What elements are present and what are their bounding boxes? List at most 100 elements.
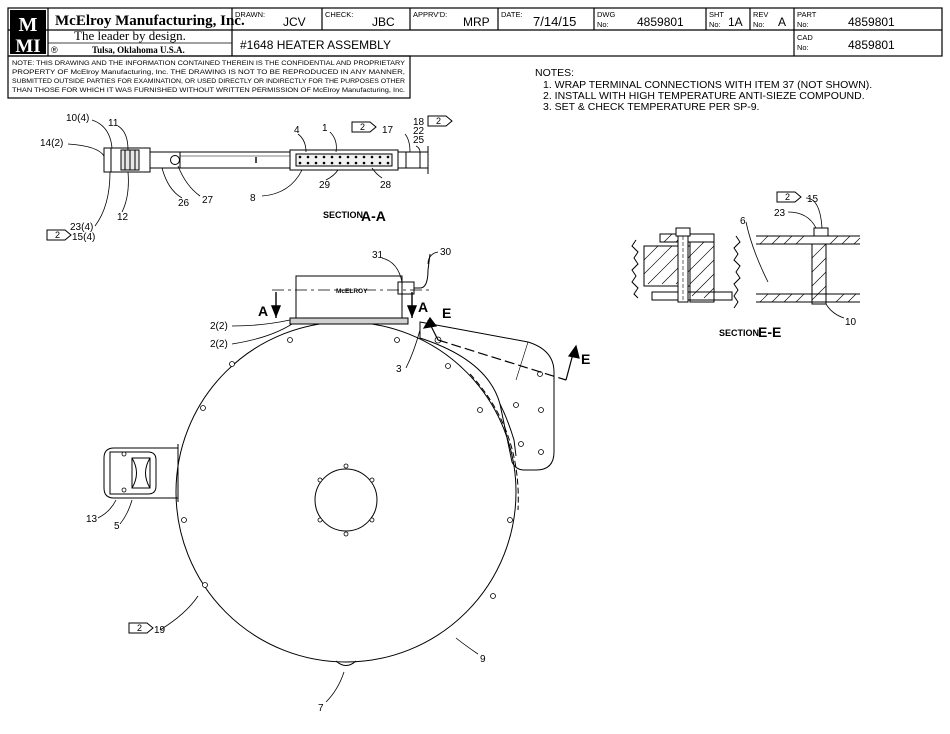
callout-1: 1 — [322, 123, 328, 134]
callout-13: 13 — [86, 514, 98, 525]
callout-10: 10 — [845, 317, 857, 328]
svg-text:MI: MI — [15, 36, 40, 57]
rev-label-no: No: — [753, 20, 765, 29]
note-1: 1. WRAP TERMINAL CONNECTIONS WITH ITEM 3… — [543, 79, 872, 91]
assembly-title: #1648 HEATER ASSEMBLY — [240, 38, 391, 52]
rev-value: A — [778, 15, 786, 29]
svg-text:2: 2 — [785, 192, 790, 202]
note-flag-15: 2 — [55, 230, 60, 240]
svg-text:M: M — [19, 14, 38, 36]
cut-e-right: E — [581, 351, 590, 367]
callout-3: 3 — [396, 364, 402, 375]
callout-17: 17 — [382, 125, 394, 136]
section-ee-view — [631, 227, 861, 309]
callout-6: 6 — [740, 216, 746, 227]
cut-line-ee — [422, 316, 580, 381]
dwg-label: DWG — [597, 10, 615, 19]
callout-2-a: 2(2) — [210, 321, 228, 332]
callout-7: 7 — [318, 703, 324, 714]
section-aa-callouts: 10(4) 11 14(2) 12 26 27 8 29 28 4 1 17 1… — [40, 113, 425, 243]
callout-8: 8 — [250, 193, 256, 204]
section-ee-leaders — [745, 197, 845, 319]
check-value: JBC — [372, 15, 395, 29]
callout-15: 15 — [807, 194, 819, 205]
cut-a-right: A — [418, 299, 428, 315]
cut-e-top: E — [442, 305, 451, 321]
main-view-callouts: 31 30 2(2) 2(2) 3 13 5 19 9 7 — [86, 247, 486, 714]
callout-18: 18 — [413, 117, 425, 128]
callout-19: 19 — [154, 625, 166, 636]
section-aa-view — [103, 146, 429, 174]
svg-text:NOTE: THIS DRAWING AND THE INF: NOTE: THIS DRAWING AND THE INFORMATION C… — [12, 60, 405, 67]
cad-label-no: No: — [797, 43, 809, 52]
callout-15-4: 15(4) — [72, 232, 95, 243]
callout-22: 22 — [413, 126, 425, 137]
date-label: DATE: — [501, 10, 523, 19]
svg-text:THAN THOSE FOR WHICH IT WAS FU: THAN THOSE FOR WHICH IT WAS FURNISHED WI… — [12, 87, 405, 94]
section-aa-prefix: SECTION — [323, 210, 363, 220]
callout-11: 11 — [108, 118, 119, 129]
dwg-label-no: No: — [597, 20, 609, 29]
callout-30: 30 — [440, 247, 452, 258]
section-ee-name: E-E — [758, 324, 781, 340]
sht-value: 1A — [728, 15, 743, 29]
part-label-no: No: — [797, 20, 809, 29]
check-label: CHECK: — [325, 10, 353, 19]
note-flag-19: 2 — [128, 622, 154, 634]
company-city: Tulsa, Oklahoma U.S.A. — [92, 45, 185, 55]
callout-23: 23 — [774, 208, 786, 219]
cut-line-aa — [270, 292, 418, 318]
callout-5: 5 — [114, 521, 120, 532]
registered-mark: ® — [51, 45, 58, 55]
company-name: McElroy Manufacturing, Inc. — [55, 13, 245, 29]
callout-23-4: 23(4) — [70, 222, 93, 233]
callout-28: 28 — [380, 180, 392, 191]
dwg-value: 4859801 — [637, 15, 684, 29]
sht-label: SHT — [709, 10, 724, 19]
callout-9: 9 — [480, 654, 486, 665]
note-3: 3. SET & CHECK TEMPERATURE PER SP-9. — [543, 101, 759, 113]
drawn-label: DRAWN: — [235, 10, 265, 19]
svg-text:2: 2 — [137, 623, 142, 633]
date-value: 7/14/15 — [533, 14, 576, 29]
callout-29: 29 — [319, 180, 331, 191]
cad-label: CAD — [797, 33, 813, 42]
callout-10-4: 10(4) — [66, 113, 89, 124]
callout-4: 4 — [294, 125, 300, 136]
heater-main-view — [103, 253, 555, 666]
part-label: PART — [797, 10, 817, 19]
section-ee-prefix: SECTION — [719, 328, 759, 338]
notes-heading: NOTES: — [535, 67, 574, 79]
section-aa-leaders — [67, 119, 421, 227]
cut-a-left: A — [258, 303, 268, 319]
sht-label-no: No: — [709, 20, 721, 29]
note-flag-18: 2 — [436, 116, 441, 126]
note-flags-aa — [46, 115, 453, 241]
title-block — [7, 7, 943, 57]
section-aa-name: A-A — [361, 208, 386, 224]
callout-27: 27 — [202, 195, 214, 206]
callout-26: 26 — [178, 198, 190, 209]
drawn-value: JCV — [283, 15, 306, 29]
heater-brand-label: McELROY — [336, 288, 368, 295]
mmi-logo: M MI — [10, 10, 46, 57]
note-flag-15-ee: 2 — [776, 191, 802, 203]
confidential-notice: NOTE: THIS DRAWING AND THE INFORMATION C… — [7, 55, 411, 99]
note-2: 2. INSTALL WITH HIGH TEMPERATURE ANTI-SI… — [543, 90, 865, 102]
rev-label: REV — [753, 10, 768, 19]
part-value: 4859801 — [848, 15, 895, 29]
company-slogan: The leader by design. — [74, 28, 186, 43]
cad-value: 4859801 — [848, 38, 895, 52]
callout-14-2: 14(2) — [40, 138, 63, 149]
note-flag-17: 2 — [360, 122, 365, 132]
callout-25: 25 — [413, 135, 425, 146]
callout-2-b: 2(2) — [210, 339, 228, 350]
section-ee-callouts: 15 23 6 10 — [740, 194, 857, 328]
callout-12: 12 — [117, 212, 129, 223]
apprvd-label: APPRV'D: — [413, 10, 447, 19]
callout-31: 31 — [372, 250, 384, 261]
svg-text:SUBMITTED OUTSIDE PARTIES FOR: SUBMITTED OUTSIDE PARTIES FOR EXAMINATIO… — [12, 78, 406, 85]
svg-text:PROPERTY OF McElroy Manufactur: PROPERTY OF McElroy Manufacturing, Inc. … — [12, 69, 405, 76]
main-view-leaders — [97, 251, 479, 703]
